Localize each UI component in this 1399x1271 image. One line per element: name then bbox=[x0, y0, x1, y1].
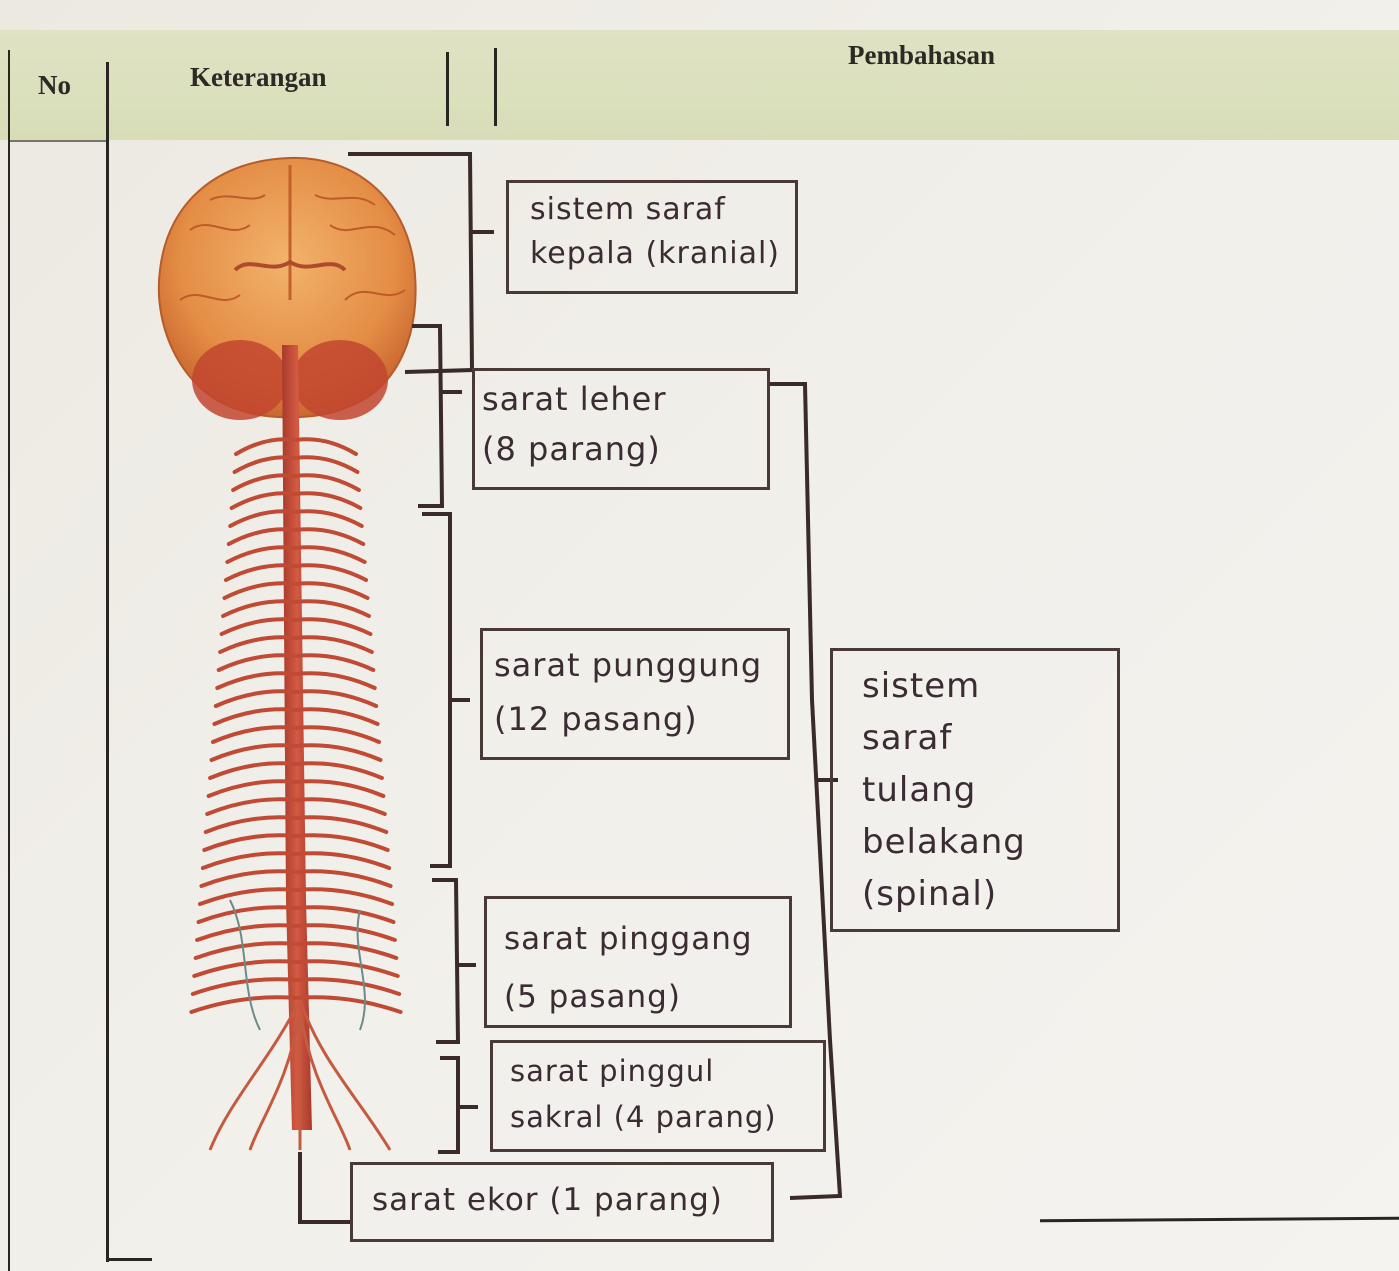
label-pinggul: sarat pinggul sakral (4 parang) bbox=[510, 1048, 777, 1140]
label-spinal: sistem saraf tulang belakang (spinal) bbox=[862, 660, 1026, 920]
label-ekor: sarat ekor (1 parang) bbox=[372, 1180, 723, 1220]
label-kepala: sistem saraf kepala (kranial) bbox=[530, 188, 780, 276]
label-leher: sarat leher (8 parang) bbox=[482, 374, 666, 474]
label-punggung: sarat punggung (12 pasang) bbox=[494, 638, 762, 746]
label-pinggang: sarat pinggang (5 pasang) bbox=[504, 910, 753, 1026]
